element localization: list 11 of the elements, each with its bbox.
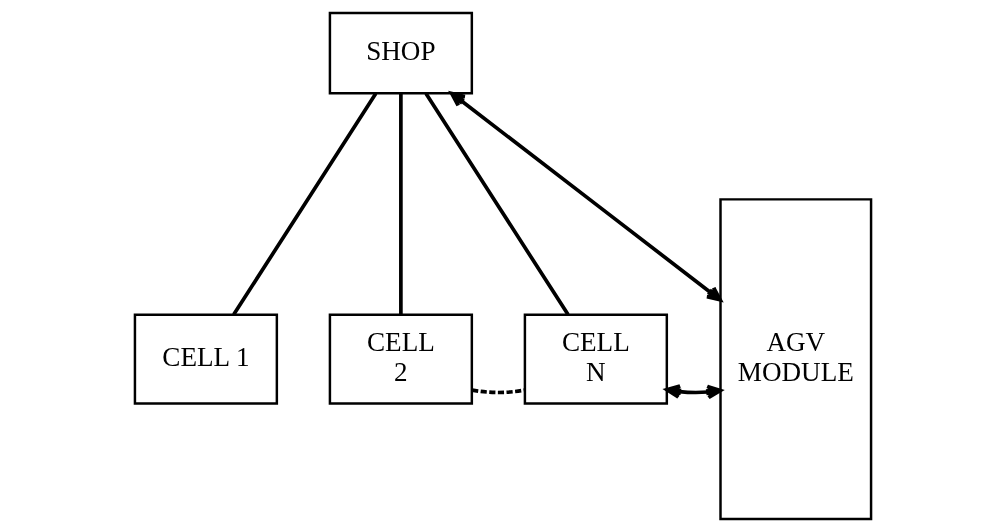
arrow bbox=[664, 384, 722, 400]
node-box: CELL 2 bbox=[328, 313, 473, 405]
node-box: CELL 1 bbox=[133, 313, 278, 405]
arrow bbox=[449, 91, 722, 302]
connector bbox=[398, 93, 403, 315]
connector bbox=[471, 388, 525, 395]
node-box: CELL N bbox=[523, 313, 668, 405]
connector bbox=[231, 92, 377, 316]
node-box: SHOP bbox=[328, 11, 473, 95]
node-box: AGV MODULE bbox=[718, 198, 872, 521]
connector bbox=[423, 92, 570, 316]
